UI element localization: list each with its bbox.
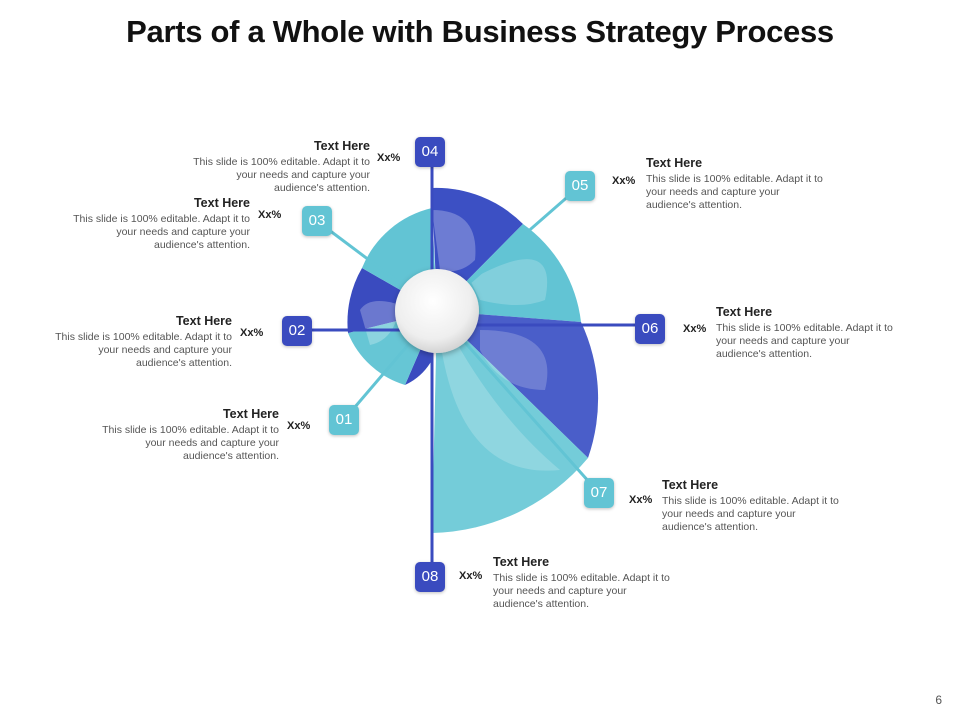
percent-05: Xx% (612, 175, 636, 187)
text-block-06: Text Here This slide is 100% editable. A… (716, 305, 896, 361)
percent-04: Xx% (377, 152, 401, 164)
badge-04: 04 (415, 137, 445, 167)
step-heading: Text Here (193, 196, 250, 210)
percent-08: Xx% (459, 570, 483, 582)
text-block-01: Text Here This slide is 100% editable. A… (99, 407, 279, 463)
center-hub (395, 269, 479, 353)
badge-03: 03 (302, 206, 332, 236)
percent-07: Xx% (629, 494, 653, 506)
badge-06: 06 (635, 314, 665, 344)
step-heading: Text Here (493, 555, 550, 569)
wedge-06 (437, 311, 599, 458)
percent-06: Xx% (683, 323, 707, 335)
text-block-07: Text Here This slide is 100% editable. A… (662, 478, 842, 534)
percent-02: Xx% (240, 327, 264, 339)
badge-05: 05 (565, 171, 595, 201)
text-block-05: Text Here This slide is 100% editable. A… (646, 156, 826, 212)
badge-08: 08 (415, 562, 445, 592)
badge-07: 07 (584, 478, 614, 508)
wedge-02 (347, 268, 437, 333)
step-description: This slide is 100% editable. Adapt it to… (646, 173, 823, 211)
step-description: This slide is 100% editable. Adapt it to… (55, 331, 232, 369)
page-number: 6 (935, 693, 942, 707)
step-heading: Text Here (175, 314, 232, 328)
text-block-08: Text Here This slide is 100% editable. A… (493, 555, 673, 611)
badge-01: 01 (329, 405, 359, 435)
percent-01: Xx% (287, 420, 311, 432)
step-description: This slide is 100% editable. Adapt it to… (73, 213, 250, 251)
step-description: This slide is 100% editable. Adapt it to… (662, 495, 839, 533)
step-description: This slide is 100% editable. Adapt it to… (493, 572, 670, 610)
step-description: This slide is 100% editable. Adapt it to… (716, 322, 893, 360)
slide-title: Parts of a Whole with Business Strategy … (126, 14, 834, 49)
wedge-07 (432, 311, 588, 533)
step-heading: Text Here (222, 407, 279, 421)
step-description: This slide is 100% editable. Adapt it to… (193, 156, 370, 194)
percent-03: Xx% (258, 209, 282, 221)
step-description: This slide is 100% editable. Adapt it to… (102, 424, 279, 462)
text-block-04: Text Here This slide is 100% editable. A… (190, 139, 370, 195)
step-heading: Text Here (646, 156, 703, 170)
step-heading: Text Here (716, 305, 773, 319)
text-block-03: Text Here This slide is 100% editable. A… (70, 196, 250, 252)
text-block-02: Text Here This slide is 100% editable. A… (52, 314, 232, 370)
badge-02: 02 (282, 316, 312, 346)
step-heading: Text Here (662, 478, 719, 492)
step-heading: Text Here (313, 139, 370, 153)
